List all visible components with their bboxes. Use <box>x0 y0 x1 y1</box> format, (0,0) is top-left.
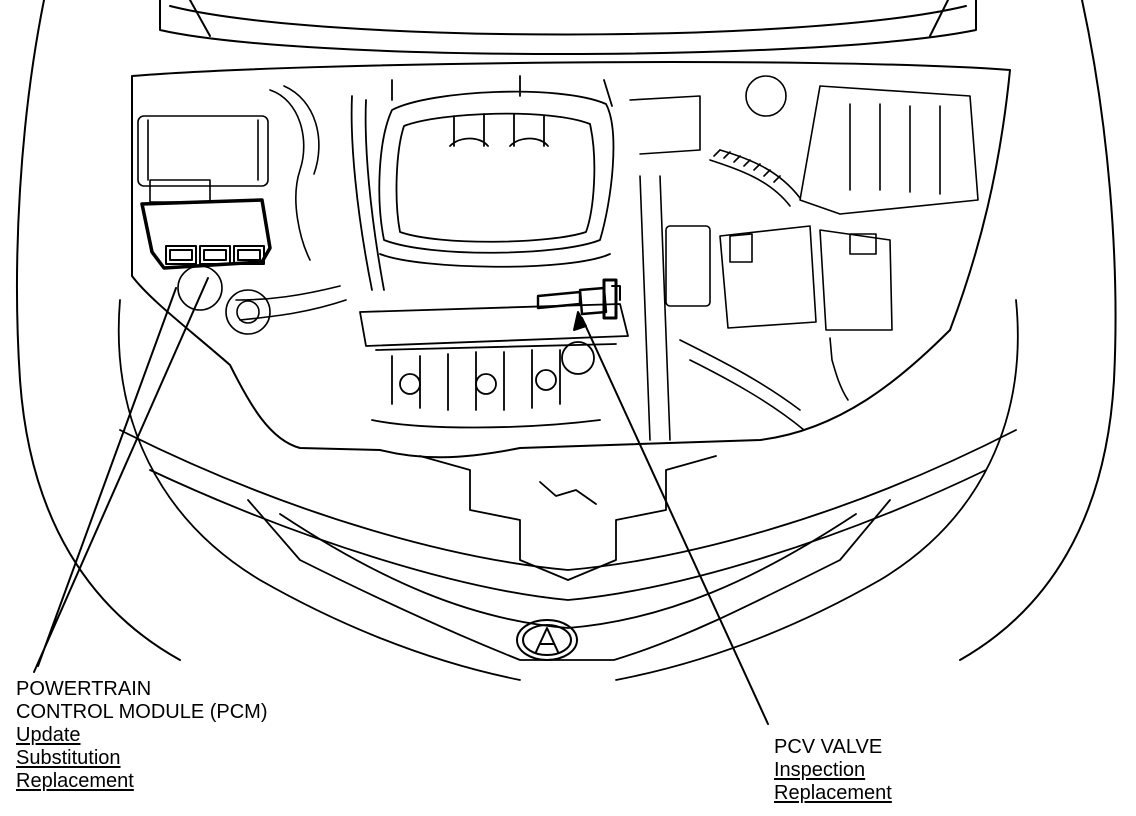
pcm-heading-line-2: CONTROL MODULE (PCM) <box>16 701 268 723</box>
pcv-replacement-link[interactable]: Replacement <box>774 782 892 804</box>
battery-area <box>137 85 347 335</box>
car-body-outline <box>16 0 1117 661</box>
intake-manifold <box>350 75 629 429</box>
pcv-valve <box>536 278 621 320</box>
pcm-replacement-link[interactable]: Replacement <box>16 770 134 792</box>
pcm-update-link[interactable]: Update <box>16 724 81 746</box>
pcm-heading-line-1: POWERTRAIN <box>16 678 152 700</box>
pcm-unit <box>140 198 272 270</box>
air-intake-area <box>629 75 979 215</box>
pcv-heading: PCV VALVE <box>774 736 883 758</box>
pcv-inspection-link[interactable]: Inspection <box>774 759 866 781</box>
emblem-logo <box>516 619 578 661</box>
relay-box <box>639 175 893 441</box>
front-grille <box>117 299 1019 681</box>
pcv-callout: PCV VALVE Inspection Replacement <box>774 736 892 805</box>
leader-lines <box>33 277 769 725</box>
engine-bay-opening <box>131 61 1011 459</box>
pcv-leader-line <box>581 317 769 725</box>
pcm-callout: POWERTRAIN CONTROL MODULE (PCM) Update S… <box>16 678 267 793</box>
pcm-substitution-link[interactable]: Substitution <box>16 747 121 769</box>
pcm-leader-line <box>33 277 209 673</box>
